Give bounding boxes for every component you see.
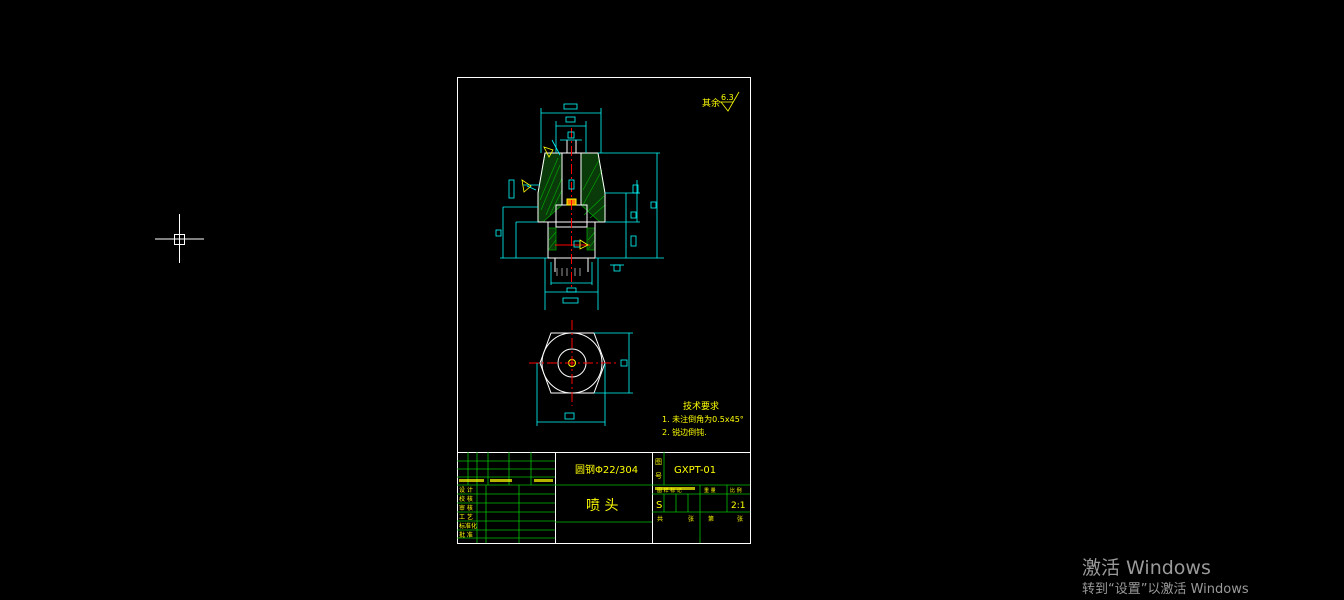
material-text: 圆钢Φ22/304 — [575, 463, 638, 476]
front-section-view — [495, 103, 664, 310]
row-label-review: 审 核 — [459, 504, 473, 512]
part-name-text: 喷 头 — [586, 498, 618, 514]
tech-req-item-1: 1. 未注倒角为0.5x45° — [662, 414, 744, 424]
tech-req-title: 技术要求 — [683, 400, 719, 412]
drawing-number-label-bottom: 号 — [655, 472, 662, 480]
tech-req-item-2: 2. 锐边倒钝. — [662, 427, 707, 437]
surface-roughness-note: 其余 6.3 — [702, 91, 740, 112]
title-block: 设 计 校 核 审 核 工 艺 标准化 批 准 圆钢Φ22/304 喷 头 图 … — [457, 452, 751, 544]
row-label-design: 设 计 — [459, 486, 473, 494]
sheet-index-unit: 张 — [737, 515, 743, 523]
sheet-total-unit: 张 — [688, 515, 694, 523]
header-cell-weight: 重 量 — [704, 487, 716, 494]
surface-roughness-value: 6.3 — [721, 93, 734, 102]
scale-text: 2:1 — [731, 501, 745, 511]
sheet-index-label: 第 — [708, 515, 714, 523]
row-label-approve: 批 准 — [459, 531, 473, 539]
end-view — [529, 320, 633, 426]
drawing-number-text: GXPT-01 — [674, 465, 716, 476]
row-label-standard: 标准化 — [459, 522, 477, 530]
technical-requirements: 技术要求 1. 未注倒角为0.5x45° 2. 锐边倒钝. — [662, 400, 744, 437]
stage-mark-text: S — [656, 500, 662, 511]
roughness-symbol-icon — [720, 91, 740, 112]
drawing-number-label-top: 图 — [655, 458, 662, 466]
header-cell-mark: 图 样 标 记 — [657, 487, 682, 494]
header-cell-scale: 比 例 — [730, 487, 742, 494]
row-label-process: 工 艺 — [459, 513, 473, 521]
surface-note-label: 其余 — [702, 97, 720, 109]
crosshair-cursor-icon — [155, 214, 204, 263]
sheet-total-label: 共 — [657, 515, 663, 523]
drawing-sheet-frame — [457, 77, 751, 544]
row-label-check: 校 核 — [459, 495, 473, 503]
